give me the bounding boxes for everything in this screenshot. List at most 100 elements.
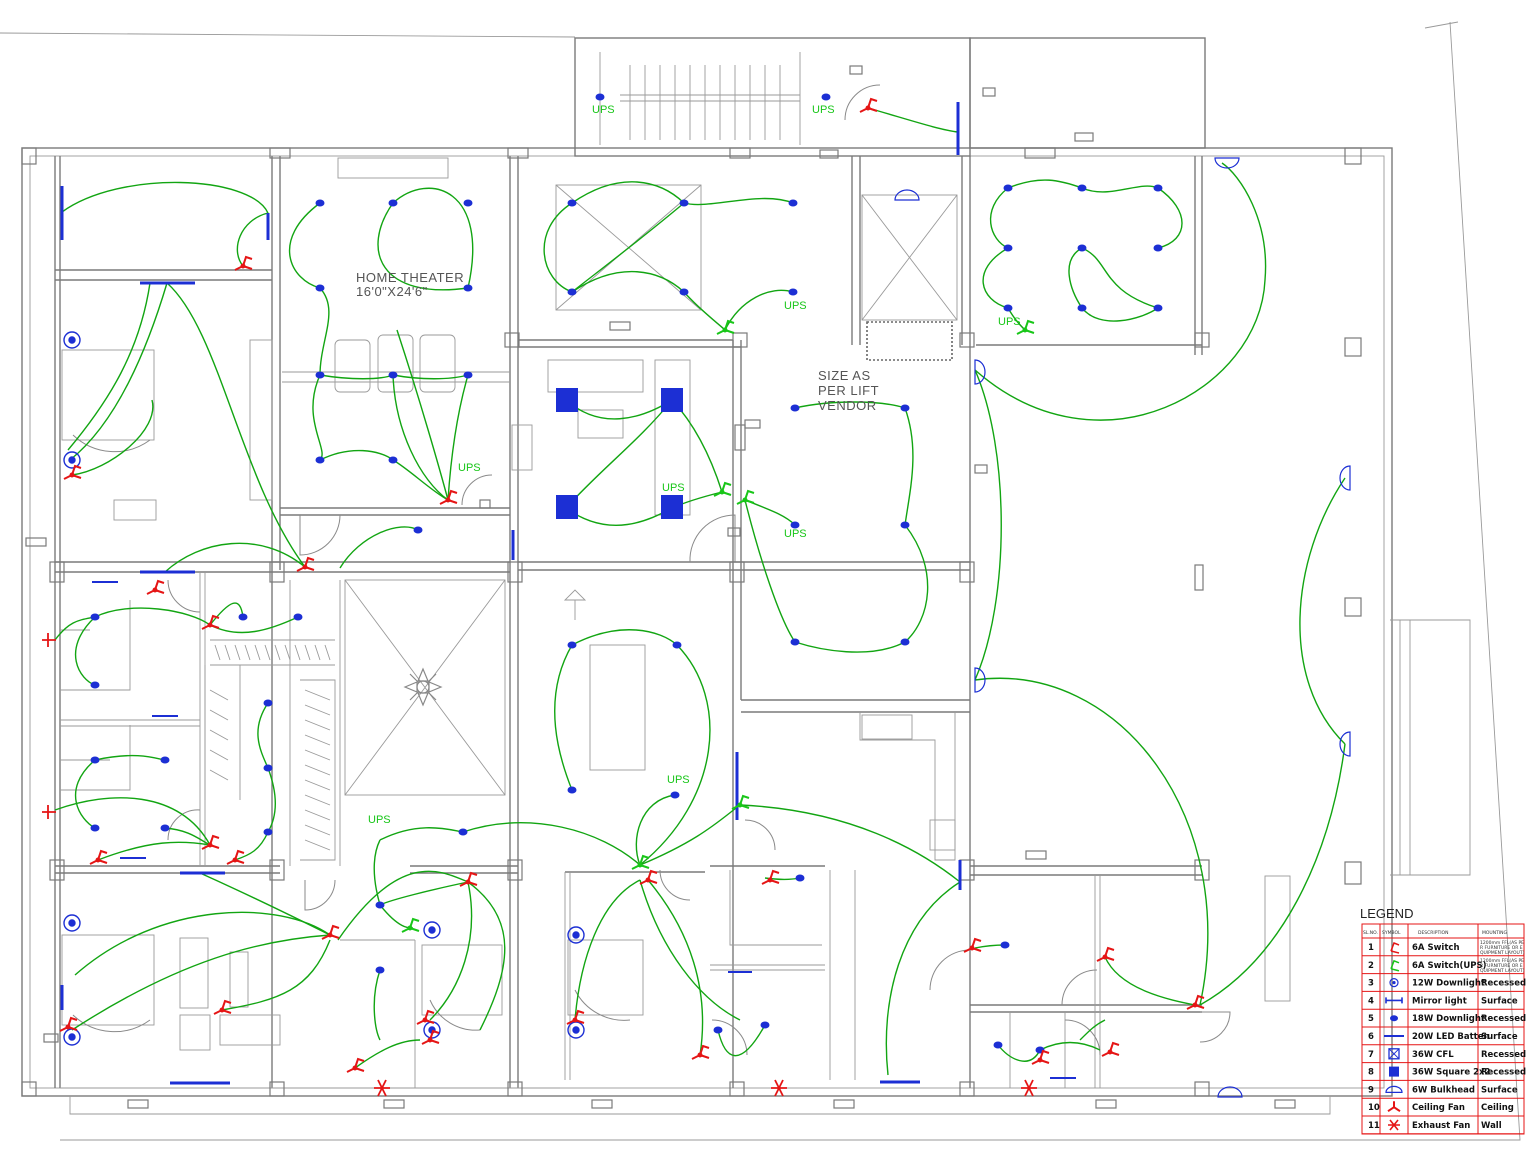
home-theater-title: HOME THEATER <box>356 270 464 285</box>
bulkhead-icon <box>1385 1085 1403 1093</box>
square-panel-icon <box>661 388 683 412</box>
room-labels: HOME THEATER 16'0"X24'6" SIZE AS PER LIF… <box>356 270 879 413</box>
downlight-icon <box>1077 304 1087 312</box>
downlight-icon <box>790 638 800 646</box>
legend-row-mounting: Surface <box>1481 1085 1518 1095</box>
legend-row-mounting: Recessed <box>1481 979 1526 989</box>
ups-tag: UPS <box>667 774 690 786</box>
ups-tag: UPS <box>784 528 807 540</box>
downlight-icon <box>90 613 100 621</box>
ups-tag: UPS <box>592 104 615 116</box>
downlight-icon <box>1000 941 1010 949</box>
legend-row-description: 6A Switch <box>1412 943 1460 953</box>
legend-row-number: 9 <box>1368 1085 1374 1095</box>
downlight-icon <box>315 456 325 464</box>
downlight-icon <box>375 901 385 909</box>
switch-icon <box>1186 994 1205 1010</box>
legend-row-number: 1 <box>1368 943 1374 953</box>
downlight-icon <box>1077 184 1087 192</box>
square-panel-icon <box>556 495 578 519</box>
downlight-icon <box>90 756 100 764</box>
switch-icon <box>296 556 315 572</box>
legend-row: 10 Ceiling Fan Ceiling <box>1362 1101 1524 1117</box>
legend-row-description: Mirror light <box>1412 996 1467 1006</box>
led-battens <box>60 102 1076 1085</box>
downlight-icon <box>315 284 325 292</box>
legend-row-number: 10 <box>1368 1103 1380 1113</box>
switch-icon <box>63 464 82 480</box>
downlight-icon <box>900 521 910 529</box>
switch-icon <box>226 849 245 865</box>
ups-switch-icon <box>716 319 735 335</box>
downlight-icon <box>1077 244 1087 252</box>
legend-row-mounting: Ceiling <box>1481 1103 1514 1113</box>
legend-row-description: Exhaust Fan <box>1412 1121 1470 1131</box>
downlight-icon <box>567 641 577 649</box>
square-panel-icon <box>1389 1066 1399 1077</box>
downlight-icon <box>463 284 473 292</box>
legend-row-number: 5 <box>1368 1014 1374 1024</box>
downlight-icon <box>795 874 805 882</box>
downlight-icon <box>713 1026 723 1034</box>
switch-icon <box>439 489 458 505</box>
wiring-circuits <box>54 107 1346 1076</box>
switch-icon <box>146 579 165 595</box>
downlight-icon <box>900 404 910 412</box>
downlight-icon <box>90 824 100 832</box>
switch-icon <box>859 97 878 113</box>
switch-icon <box>234 255 253 271</box>
legend-row-description: 20W LED Batten <box>1412 1032 1490 1042</box>
ups-switch-icon <box>736 489 755 505</box>
ups-tag: UPS <box>998 316 1021 328</box>
switch-icon <box>201 614 220 630</box>
legend-row-description: 6A Switch(UPS) <box>1412 961 1487 971</box>
home-theater-size: 16'0"X24'6" <box>356 284 428 299</box>
legend-header-description: DESCRIPTION <box>1418 930 1448 936</box>
building-walls <box>0 21 1521 1141</box>
exhaust-fans <box>42 633 1037 1097</box>
downlight-icon <box>788 288 798 296</box>
switch-icon <box>321 924 340 940</box>
downlight-icon <box>388 371 398 379</box>
downlight-icon <box>595 93 605 101</box>
downlight-icon <box>238 613 248 621</box>
switch-icon <box>201 834 220 850</box>
downlight-icon <box>672 641 682 649</box>
legend-row-mounting: Recessed <box>1481 1050 1526 1060</box>
downlight-icon <box>567 288 577 296</box>
legend-row-description: Ceiling Fan <box>1412 1103 1465 1113</box>
switch-icon <box>346 1057 365 1073</box>
switch-icon <box>416 1009 435 1025</box>
ceiling-fan-icon <box>1387 1101 1401 1113</box>
downlight-icon <box>160 824 170 832</box>
downlight-icon <box>567 199 577 207</box>
downlight-icon <box>263 828 273 836</box>
legend-title: LEGEND <box>1360 906 1413 921</box>
downlight-icon <box>388 456 398 464</box>
downlight-icon <box>1153 304 1163 312</box>
downlight-icon <box>679 199 689 207</box>
lift-note-line-1: SIZE AS <box>818 368 871 383</box>
downlight-icon <box>1153 184 1163 192</box>
downlight-18w-icon <box>1390 1015 1398 1022</box>
downlight-icon <box>567 786 577 794</box>
legend-row-description: 36W Square 2x2 <box>1412 1068 1490 1078</box>
downlight-icon <box>458 828 468 836</box>
downlight-icon <box>993 1041 1003 1049</box>
legend-row-description: 18W Downlight <box>1412 1014 1485 1024</box>
switch-icon <box>89 849 108 865</box>
legend: LEGEND SL.NO. SYMBOL DESCRIPTION MOUNTIN… <box>1360 906 1526 1135</box>
legend-header-mounting: MOUNTING <box>1482 930 1508 936</box>
ups-tag: UPS <box>368 814 391 826</box>
downlight-icon <box>1003 184 1013 192</box>
downlight-icon <box>463 371 473 379</box>
downlight-icon <box>90 681 100 689</box>
downlight-icon <box>790 404 800 412</box>
